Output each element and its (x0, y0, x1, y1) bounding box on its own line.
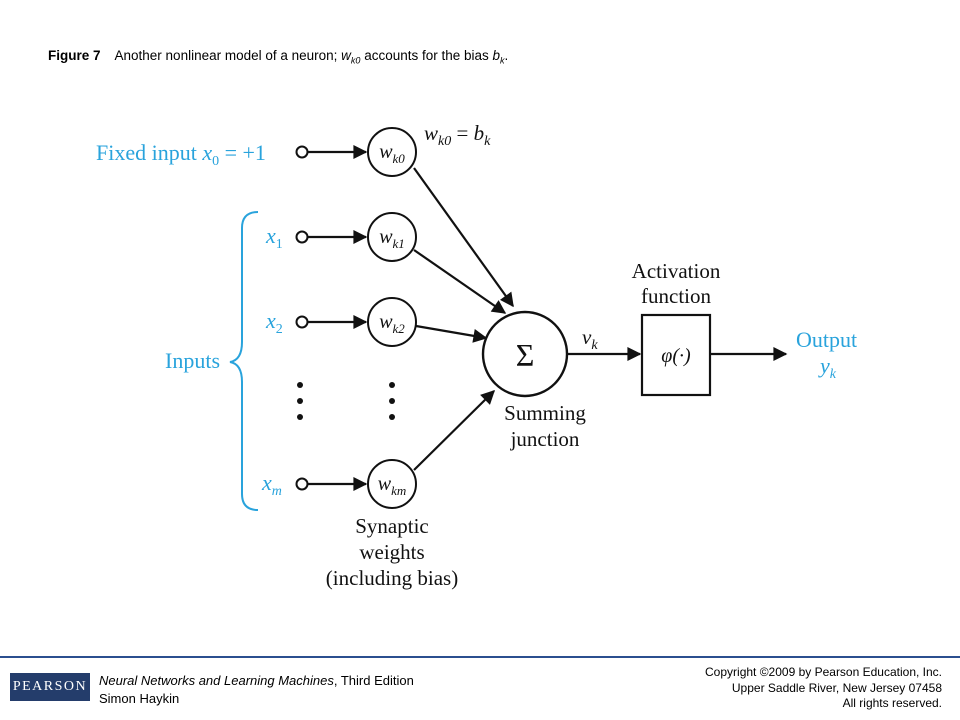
copyright-notice: Copyright ©2009 by Pearson Education, In… (705, 665, 942, 712)
pearson-logo: PEARSON (10, 673, 90, 701)
input-terminal-1 (295, 230, 309, 244)
activation-symbol: φ(·) (661, 345, 691, 367)
caption-bias-symbol: b (492, 48, 501, 63)
input-terminal-m (295, 477, 309, 491)
weight-label-k2: wk2 (379, 311, 405, 336)
arrow-k2-to-sum (415, 324, 488, 343)
induced-field-label: vk (582, 325, 598, 353)
caption-text-end: . (504, 48, 509, 63)
book-author: Simon Haykin (99, 691, 180, 706)
arrow-k0-to-sum (413, 167, 514, 308)
bias-equation: wk0 = bk (424, 121, 491, 149)
input-label-x2: x2 (265, 308, 283, 337)
output-var: yk (818, 353, 837, 382)
weight-label-k0: wk0 (379, 141, 405, 166)
summing-label-line1: Summing (504, 401, 586, 425)
book-title: Neural Networks and Learning Machines (99, 673, 334, 688)
weight-label-km: wkm (378, 473, 407, 498)
caption-bias-sub: k (500, 55, 505, 66)
figure-caption: Figure 7 Another nonlinear model of a neu… (48, 48, 508, 66)
caption-text-before: Another nonlinear model of a neuron; (114, 48, 342, 63)
copyright-line-2: Upper Saddle River, New Jersey 07458 (731, 680, 942, 695)
arrow-k1-to-sum (413, 249, 507, 314)
input-ellipsis (297, 382, 303, 420)
output-label: Output (796, 327, 857, 352)
book-edition: , Third Edition (333, 673, 414, 688)
summing-symbol: Σ (516, 337, 535, 373)
summing-label-line2: junction (510, 427, 580, 451)
weight-ellipsis (389, 382, 395, 420)
input-label-xm: xm (261, 470, 282, 499)
summing-junction (481, 310, 569, 398)
synaptic-label-line1: Synaptic (355, 514, 429, 538)
book-info: Neural Networks and Learning Machines, T… (99, 672, 414, 708)
caption-weight-symbol: w (341, 48, 351, 63)
synaptic-label-line3: (including bias) (326, 566, 458, 590)
weight-node-k1 (367, 212, 417, 262)
weight-node-km (367, 459, 417, 509)
footer-divider (0, 656, 960, 658)
input-terminal-2 (295, 315, 309, 329)
inputs-brace (229, 211, 259, 511)
weight-label-k1: wk1 (379, 226, 405, 251)
fixed-input-label: Fixed input x0 = +1 (96, 140, 266, 169)
activation-label-line2: function (641, 284, 711, 308)
copyright-line-3: All rights reserved. (842, 696, 942, 710)
synaptic-label-line2: weights (359, 540, 424, 564)
figure-label: Figure 7 (48, 48, 101, 63)
weight-node-k0 (367, 127, 417, 177)
caption-text-middle: accounts for the bias (360, 48, 493, 63)
arrow-km-to-sum (413, 390, 495, 471)
weight-node-k2 (367, 297, 417, 347)
copyright-line-1: Copyright ©2009 by Pearson Education, In… (705, 665, 942, 679)
inputs-label: Inputs (165, 348, 220, 373)
activation-box (640, 313, 712, 397)
activation-label-line1: Activation (632, 259, 721, 283)
caption-weight-sub: k0 (350, 55, 361, 66)
input-label-x1: x1 (265, 223, 283, 252)
fixed-input-terminal (295, 145, 309, 159)
